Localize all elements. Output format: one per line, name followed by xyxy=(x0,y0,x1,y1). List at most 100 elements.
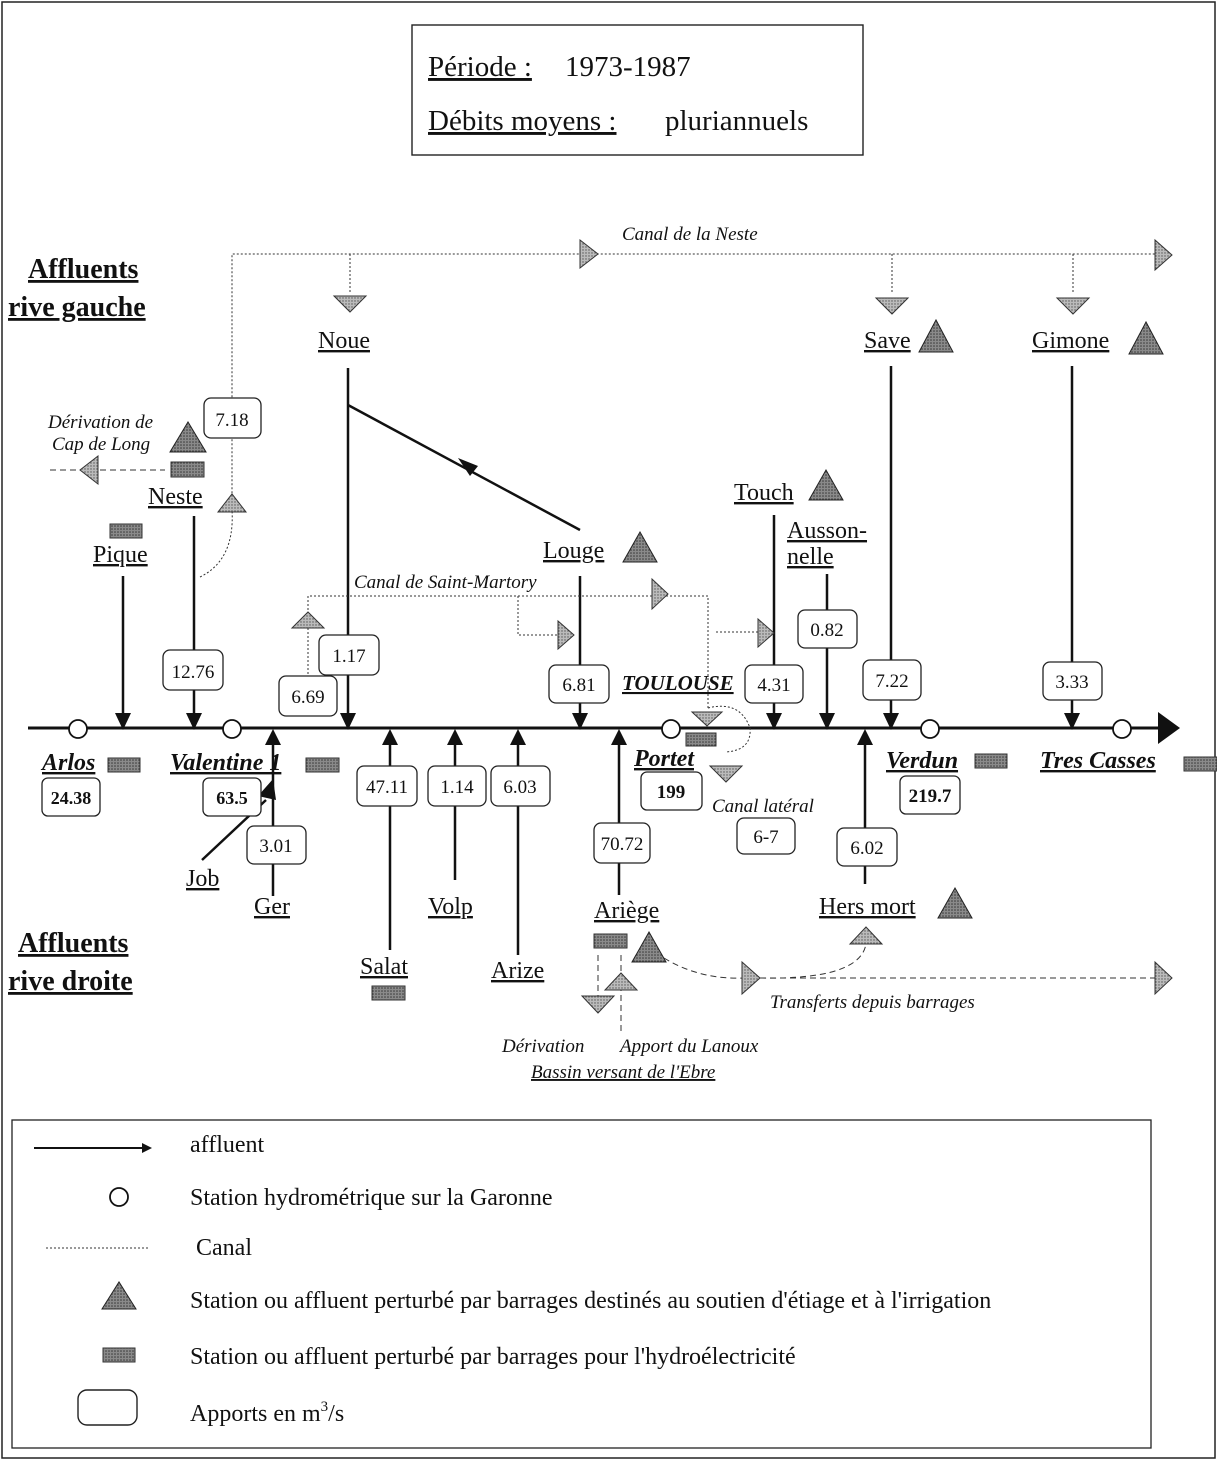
legend-station: Station hydrométrique sur la Garonne xyxy=(190,1185,553,1211)
ariege-value-box: 70.72 xyxy=(593,822,651,864)
save-canal-inflow-icon xyxy=(874,297,910,315)
ger-name: Ger xyxy=(254,894,290,920)
save-name: Save xyxy=(864,328,911,354)
noue-name: Noue xyxy=(318,328,370,354)
canal-lateral-curve xyxy=(707,705,751,753)
garonne-arrow-head xyxy=(1158,712,1180,744)
station-portet-value-box: 199 xyxy=(640,771,703,811)
ariege-name: Ariège xyxy=(594,898,659,924)
gimone-canal-inflow-icon xyxy=(1055,297,1091,315)
saint-martory-offtake-icon xyxy=(290,611,326,629)
derivation-label: Dérivation xyxy=(501,1036,584,1057)
station-valentine-value-box: 63.5 xyxy=(202,777,262,817)
touch-value-box: 4.31 xyxy=(744,664,804,704)
legend-circle-icon xyxy=(109,1187,129,1207)
svg-text:6.69: 6.69 xyxy=(291,687,324,708)
aussonnelle-name-1: Ausson- xyxy=(787,518,867,544)
svg-text:0.82: 0.82 xyxy=(810,620,843,641)
svg-text:6.81: 6.81 xyxy=(562,675,595,696)
legend-apports-sup: 3 xyxy=(321,1399,329,1415)
station-arlos-value-box: 24.38 xyxy=(41,777,101,817)
ariege-hydro-icon xyxy=(593,933,628,949)
svg-text:1.14: 1.14 xyxy=(440,777,474,798)
lanoux-arrow-icon xyxy=(603,972,639,991)
transferts-arrow-icon-2 xyxy=(1154,960,1173,996)
station-arlos-name: Arlos xyxy=(40,750,95,776)
pique-name: Pique xyxy=(93,542,148,568)
svg-text:3.33: 3.33 xyxy=(1055,672,1088,693)
salat-hydro-icon xyxy=(371,985,406,1001)
legend-box xyxy=(11,1119,1152,1449)
svg-text:219.7: 219.7 xyxy=(909,786,952,807)
left-bank-title-1: Affluents xyxy=(28,254,139,285)
legend-affluent: affluent xyxy=(190,1132,265,1158)
transferts-arrow-icon-1 xyxy=(741,960,761,996)
svg-text:24.38: 24.38 xyxy=(51,788,92,808)
station-circles xyxy=(68,719,1132,739)
arize-name: Arize xyxy=(491,958,544,984)
legend-rectangle-text: Station ou affluent perturbé par barrage… xyxy=(190,1344,796,1370)
saint-martory-touch-arrow-icon xyxy=(757,617,775,649)
debits-label: Débits moyens : xyxy=(428,105,617,137)
noue-value-box: 1.17 xyxy=(318,634,380,676)
hers-mort-value-box: 6.02 xyxy=(836,827,898,867)
canal-saint-martory-label: Canal de Saint-Martory xyxy=(354,572,537,593)
canal-lateral-value-box: 6-7 xyxy=(736,817,796,855)
derivation-arrow-icon xyxy=(580,995,616,1014)
legend-apports-suffix: /s xyxy=(328,1401,344,1427)
volp-name: Volp xyxy=(428,894,473,920)
canal-lateral-label: Canal latéral xyxy=(712,796,814,817)
transferts-label: Transferts depuis barrages xyxy=(770,992,975,1013)
station-verdun-name: Verdun xyxy=(886,748,958,774)
svg-text:6-7: 6-7 xyxy=(753,827,778,848)
period-value: 1973-1987 xyxy=(565,51,691,83)
svg-text:199: 199 xyxy=(657,782,686,803)
station-valentine-name: Valentine 1 xyxy=(170,750,281,776)
legend-canal: Canal xyxy=(196,1235,252,1261)
svg-text:70.72: 70.72 xyxy=(601,834,644,855)
legend-apports: Apports en m3/s xyxy=(190,1399,344,1427)
svg-text:12.76: 12.76 xyxy=(172,662,215,683)
right-bank-title-2: rive droite xyxy=(8,966,133,997)
header-box: Période : 1973-1987 Débits moyens : plur… xyxy=(411,24,864,156)
svg-text:1.17: 1.17 xyxy=(332,646,365,667)
station-tres-casses-hydro-icon xyxy=(1183,756,1217,772)
canal-lateral-arrow-icon xyxy=(708,765,744,783)
station-arlos-hydro-icon xyxy=(107,757,141,773)
volp-value-box: 1.14 xyxy=(427,765,487,807)
apport-lanoux-label: Apport du Lanoux xyxy=(618,1036,759,1057)
station-tres-casses-name: Tres Casses xyxy=(1040,748,1156,774)
gimone-triangle-icon xyxy=(1128,320,1164,355)
legend-triangle-text: Station ou affluent perturbé par barrage… xyxy=(190,1288,991,1314)
svg-text:6.03: 6.03 xyxy=(503,777,536,798)
canal-saint-martory xyxy=(307,595,760,708)
louge-value-box: 6.81 xyxy=(548,664,610,704)
legend-apports-text: Apports en m xyxy=(190,1401,321,1427)
canal-neste-arrow-1 xyxy=(579,238,599,270)
svg-text:6.02: 6.02 xyxy=(850,838,883,859)
saint-martory-louge-arrow-icon xyxy=(557,619,575,651)
tributary-lines xyxy=(121,366,1074,955)
neste-name: Neste xyxy=(148,484,203,510)
gimone-value-box: 3.33 xyxy=(1042,661,1103,701)
station-portet-hydro-icon xyxy=(685,732,717,747)
svg-text:3.01: 3.01 xyxy=(259,836,292,857)
canal-neste-arrow-2 xyxy=(1154,238,1173,272)
station-valentine-hydro-icon xyxy=(305,757,340,773)
legend-rounded-box-icon xyxy=(77,1389,138,1426)
hers-mort-triangle-icon xyxy=(937,886,973,919)
legend-triangle-icon xyxy=(101,1281,137,1310)
touch-name: Touch xyxy=(734,480,794,506)
saint-martory-arrow-icon xyxy=(651,577,669,611)
ger-value-box: 3.01 xyxy=(246,825,307,865)
svg-text:7.18: 7.18 xyxy=(215,410,248,431)
salat-value-box: 47.11 xyxy=(356,765,418,807)
left-bank-title-2: rive gauche xyxy=(8,292,146,323)
hers-mort-transfer-inflow-icon xyxy=(848,926,884,945)
aussonnelle-name-2: nelle xyxy=(787,544,834,570)
job-name: Job xyxy=(186,866,219,892)
ariege-triangle-icon xyxy=(631,930,667,963)
station-toulouse-name: TOULOUSE xyxy=(622,671,734,695)
legend-arrow-head-icon xyxy=(142,1143,152,1153)
